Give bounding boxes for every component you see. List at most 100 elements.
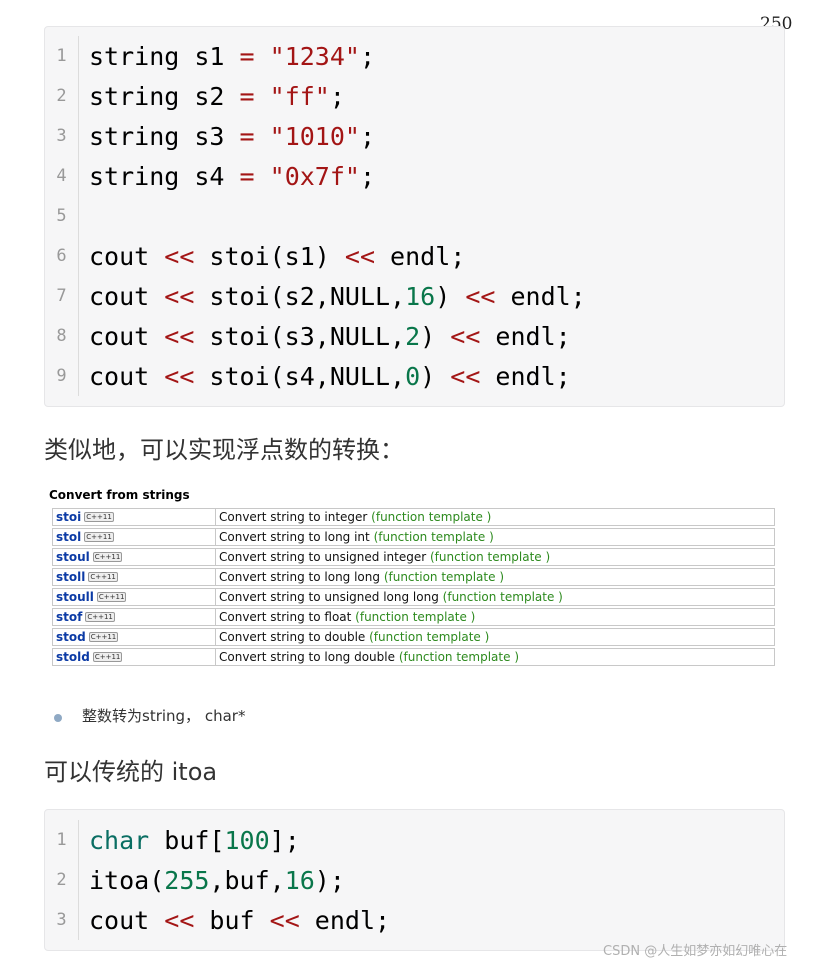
code-text: cout << stoi(s2,NULL,16) << endl; — [79, 282, 586, 311]
cpp11-badge: C++11 — [88, 632, 119, 642]
line-number: 8 — [45, 316, 79, 356]
line-number: 2 — [45, 76, 79, 116]
code-token: string s4 — [89, 161, 240, 191]
code-token: cout — [89, 361, 165, 391]
function-kind: (function template ) — [442, 590, 563, 604]
code-text: string s1 = "1234"; — [79, 42, 375, 71]
function-name[interactable]: stof — [56, 610, 83, 624]
description-text: Convert string to unsigned integer — [219, 550, 430, 564]
bullet-text: 整数转为string， char* — [82, 707, 246, 725]
function-description: Convert string to unsigned integer (func… — [216, 548, 775, 566]
code-token: stoi(s3,NULL, — [194, 321, 406, 351]
cpp11-badge: C++11 — [92, 652, 123, 662]
function-name[interactable]: stoull — [56, 590, 94, 604]
code-token: ; — [329, 81, 345, 111]
code-text: string s3 = "1010"; — [79, 122, 375, 151]
code-token: "ff" — [269, 81, 330, 111]
description-text: Convert string to integer — [219, 510, 372, 524]
code-token: 0 — [405, 361, 421, 391]
function-description: Convert string to long long (function te… — [216, 568, 775, 586]
function-name[interactable]: stoll — [56, 570, 86, 584]
code-token: << — [164, 241, 195, 271]
code-token: stoi(s4,NULL, — [194, 361, 406, 391]
line-number: 5 — [45, 196, 79, 236]
code-token: endl; — [480, 361, 571, 391]
code-token: << — [450, 321, 481, 351]
code-token — [255, 122, 270, 151]
function-name[interactable]: stoi — [56, 510, 82, 524]
code-token: "1010" — [269, 121, 360, 151]
function-name[interactable]: stod — [56, 630, 86, 644]
code-text: cout << stoi(s1) << endl; — [79, 242, 465, 271]
code-token: << — [450, 361, 481, 391]
heading-itoa: 可以传统的 itoa — [44, 758, 218, 786]
code-token: ,buf, — [209, 865, 285, 895]
cpp11-badge: C++11 — [85, 612, 115, 622]
description-text: Convert string to long long — [219, 570, 384, 584]
code-token: itoa( — [89, 865, 165, 895]
code-token: = — [239, 41, 255, 71]
code-token: buf[ — [149, 825, 225, 855]
line-number: 4 — [45, 156, 79, 196]
line-number: 3 — [45, 116, 79, 156]
code-token: << — [164, 905, 195, 935]
cpp11-badge: C++11 — [88, 572, 118, 582]
code-token: endl; — [480, 321, 571, 351]
code-token: string s1 — [89, 41, 240, 71]
code-token: 255 — [164, 865, 210, 895]
code-token: 2 — [405, 321, 421, 351]
code-token: ) — [420, 361, 451, 391]
function-description: Convert string to float (function templa… — [216, 608, 775, 626]
line-number: 6 — [45, 236, 79, 276]
line-number: 9 — [45, 356, 79, 396]
code-token: cout — [89, 241, 165, 271]
code-token: 100 — [224, 825, 270, 855]
code-token: << — [344, 241, 375, 271]
description-text: Convert string to unsigned long long — [219, 590, 443, 604]
code-token: ) — [435, 281, 466, 311]
function-kind: (function template ) — [373, 530, 494, 544]
code-token: << — [269, 905, 300, 935]
code-text: cout << stoi(s4,NULL,0) << endl; — [79, 362, 571, 391]
function-name[interactable]: stold — [56, 650, 90, 664]
code-token: stoi(s2,NULL, — [194, 281, 406, 311]
function-name[interactable]: stol — [56, 530, 82, 544]
function-name[interactable]: stoul — [56, 550, 90, 564]
code-token: cout — [89, 905, 165, 935]
code-token: endl; — [495, 281, 586, 311]
code-text: cout << buf << endl; — [79, 906, 390, 935]
code-token: ; — [359, 161, 376, 191]
code-token: ]; — [269, 825, 300, 855]
heading-float-conversion: 类似地，可以实现浮点数的转换： — [44, 436, 404, 464]
line-number: 1 — [45, 820, 79, 860]
code-token: endl; — [375, 241, 466, 271]
line-number: 2 — [45, 860, 79, 900]
function-kind: (function template ) — [355, 610, 476, 624]
code-token: "0x7f" — [269, 161, 360, 191]
cpp11-badge: C++11 — [92, 552, 123, 562]
description-text: Convert string to double — [219, 630, 370, 644]
